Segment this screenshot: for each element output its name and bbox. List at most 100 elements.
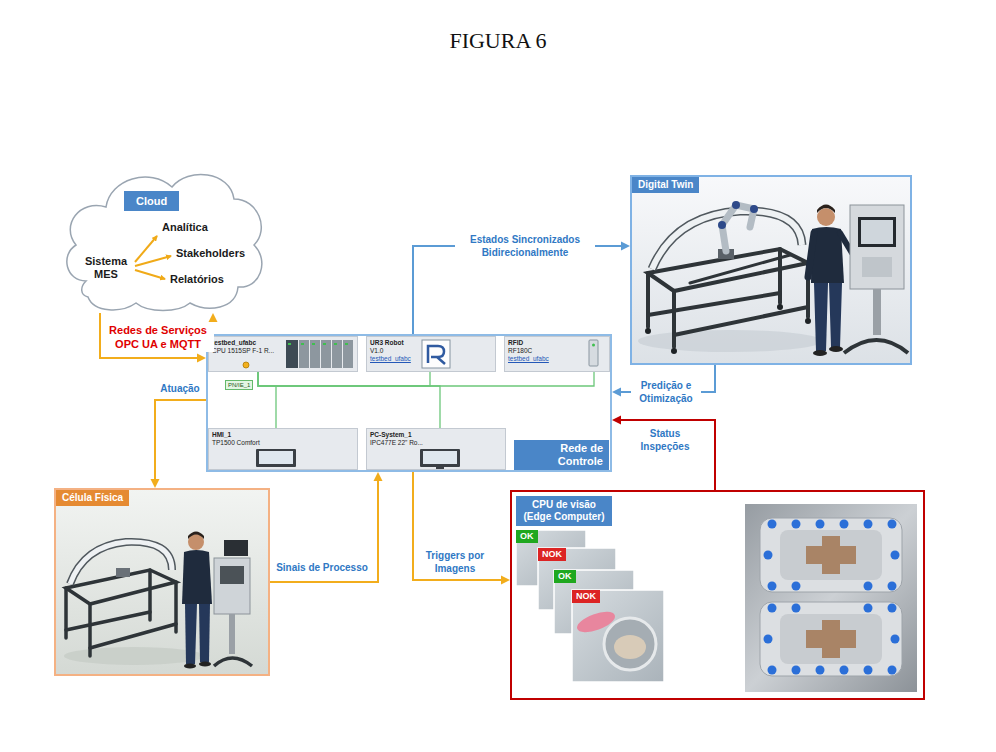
ok-tag: OK bbox=[516, 530, 538, 543]
physical-cell-illustration bbox=[214, 658, 252, 666]
digital-twin-illustration bbox=[844, 340, 908, 353]
device-text: HMI_1 bbox=[212, 431, 355, 439]
physical-cell-illustration bbox=[54, 488, 270, 676]
device-icons bbox=[428, 346, 445, 364]
digital-twin-illustration bbox=[858, 217, 896, 247]
digital-twin-illustration bbox=[750, 205, 758, 213]
digital-twin-illustration bbox=[873, 289, 881, 335]
physical-cell-illustration bbox=[199, 604, 210, 662]
vision-illustration bbox=[614, 635, 646, 659]
rfid-device: RFIDRF180Ctestbed_ufabc bbox=[504, 336, 610, 372]
arrow-head bbox=[621, 242, 630, 251]
device-text: TP1500 Comfort bbox=[212, 439, 355, 447]
cloud-text: Analítica bbox=[162, 221, 208, 234]
panel-header: Célula Física bbox=[56, 490, 129, 506]
device-icons bbox=[592, 344, 595, 347]
vision-illustration bbox=[864, 604, 873, 613]
vision-illustration bbox=[745, 504, 917, 692]
device-text: testbed_ufabc bbox=[370, 355, 493, 363]
vision-illustration bbox=[510, 490, 925, 700]
device-icons bbox=[208, 336, 610, 470]
panel-header: CPU de visão (Edge Computer) bbox=[516, 496, 612, 526]
hmi-device: HMI_1TP1500 Comfort bbox=[208, 428, 358, 470]
physical-cell-illustration bbox=[54, 488, 270, 676]
digital-twin-illustration bbox=[777, 304, 783, 310]
cloud-outline bbox=[67, 175, 262, 311]
physical-cell-illustration bbox=[188, 532, 204, 540]
vision-illustration bbox=[888, 520, 897, 529]
device-text: PC-System_1 bbox=[370, 431, 503, 439]
cloud-text: Cloud bbox=[124, 191, 179, 211]
vision-illustration bbox=[864, 666, 873, 675]
network-wire bbox=[258, 372, 594, 386]
digital-twin-panel: Digital Twin bbox=[630, 175, 912, 365]
device-icons bbox=[299, 340, 309, 368]
vision-illustration bbox=[822, 620, 840, 658]
device-icons bbox=[301, 343, 304, 345]
physical-cell-illustration bbox=[184, 664, 196, 669]
digital-twin-illustration bbox=[722, 205, 754, 251]
physical-cell-illustration bbox=[220, 566, 244, 584]
device-icons bbox=[288, 343, 291, 345]
connector bbox=[270, 472, 383, 582]
digital-twin-illustration bbox=[645, 304, 811, 354]
device-text: RF180C bbox=[508, 347, 607, 355]
connector bbox=[413, 472, 510, 585]
device-text: V1.0 bbox=[370, 347, 493, 355]
device-icons bbox=[259, 451, 293, 464]
connector-line bbox=[619, 420, 715, 490]
device-icons bbox=[321, 340, 331, 368]
physical-cell-illustration bbox=[66, 612, 176, 648]
device-icons bbox=[332, 340, 342, 368]
digital-twin-illustration bbox=[718, 201, 758, 229]
digital-twin-illustration bbox=[808, 233, 814, 277]
robot-device: UR3 RobotV1.0testbed_ufabc bbox=[366, 336, 496, 372]
physical-cell-illustration bbox=[185, 604, 197, 664]
vision-illustration bbox=[822, 536, 840, 574]
vision-illustration bbox=[840, 520, 849, 529]
device-icons bbox=[504, 336, 610, 372]
connector-line bbox=[258, 372, 276, 428]
inspection-result: NOK bbox=[576, 591, 596, 602]
device-icons bbox=[366, 336, 496, 372]
cloud-outline bbox=[135, 256, 171, 266]
arrow-head bbox=[209, 313, 218, 322]
vision-illustration bbox=[891, 635, 900, 644]
vision-illustration bbox=[888, 582, 897, 591]
digital-twin-illustration bbox=[805, 318, 811, 324]
nok-tag: NOK bbox=[572, 590, 600, 603]
device-icons bbox=[310, 340, 320, 368]
connector-line bbox=[270, 479, 378, 582]
digital-twin-illustration bbox=[630, 175, 912, 365]
edge-label: Sinais de Processo bbox=[274, 560, 370, 575]
vision-illustration bbox=[768, 582, 777, 591]
device-icons bbox=[323, 343, 326, 345]
device-icons bbox=[420, 449, 460, 467]
nok-tag: NOK bbox=[538, 548, 566, 561]
vision-illustration bbox=[768, 520, 777, 529]
connector-line bbox=[155, 400, 206, 481]
arrow-head bbox=[374, 472, 383, 481]
device-text: UR3 Robot bbox=[370, 339, 493, 347]
digital-twin-illustration bbox=[645, 328, 651, 334]
arrow-head bbox=[197, 354, 206, 363]
cloud-text: Stakeholders bbox=[176, 247, 245, 260]
digital-twin-illustration bbox=[648, 249, 808, 347]
physical-cell-illustration bbox=[229, 614, 235, 654]
edge-label: Atuação bbox=[158, 381, 201, 396]
digital-twin-illustration bbox=[690, 255, 790, 283]
device-icons bbox=[436, 467, 444, 469]
arrow-head bbox=[151, 479, 160, 488]
vision-illustration bbox=[816, 520, 825, 529]
physical-cell-illustration bbox=[66, 570, 176, 656]
digital-twin-illustration bbox=[861, 220, 893, 244]
vision-illustration bbox=[888, 666, 897, 675]
edge-label: Predição e Otimização bbox=[631, 378, 701, 406]
device-icons bbox=[312, 343, 315, 345]
vision-illustration bbox=[604, 618, 656, 670]
plc-device: testbed_ufabcCPU 1515SP F-1 R... bbox=[208, 336, 358, 372]
digital-twin-illustration bbox=[732, 201, 740, 209]
physical-cell-illustration bbox=[70, 542, 172, 584]
vision-illustration bbox=[780, 614, 882, 664]
